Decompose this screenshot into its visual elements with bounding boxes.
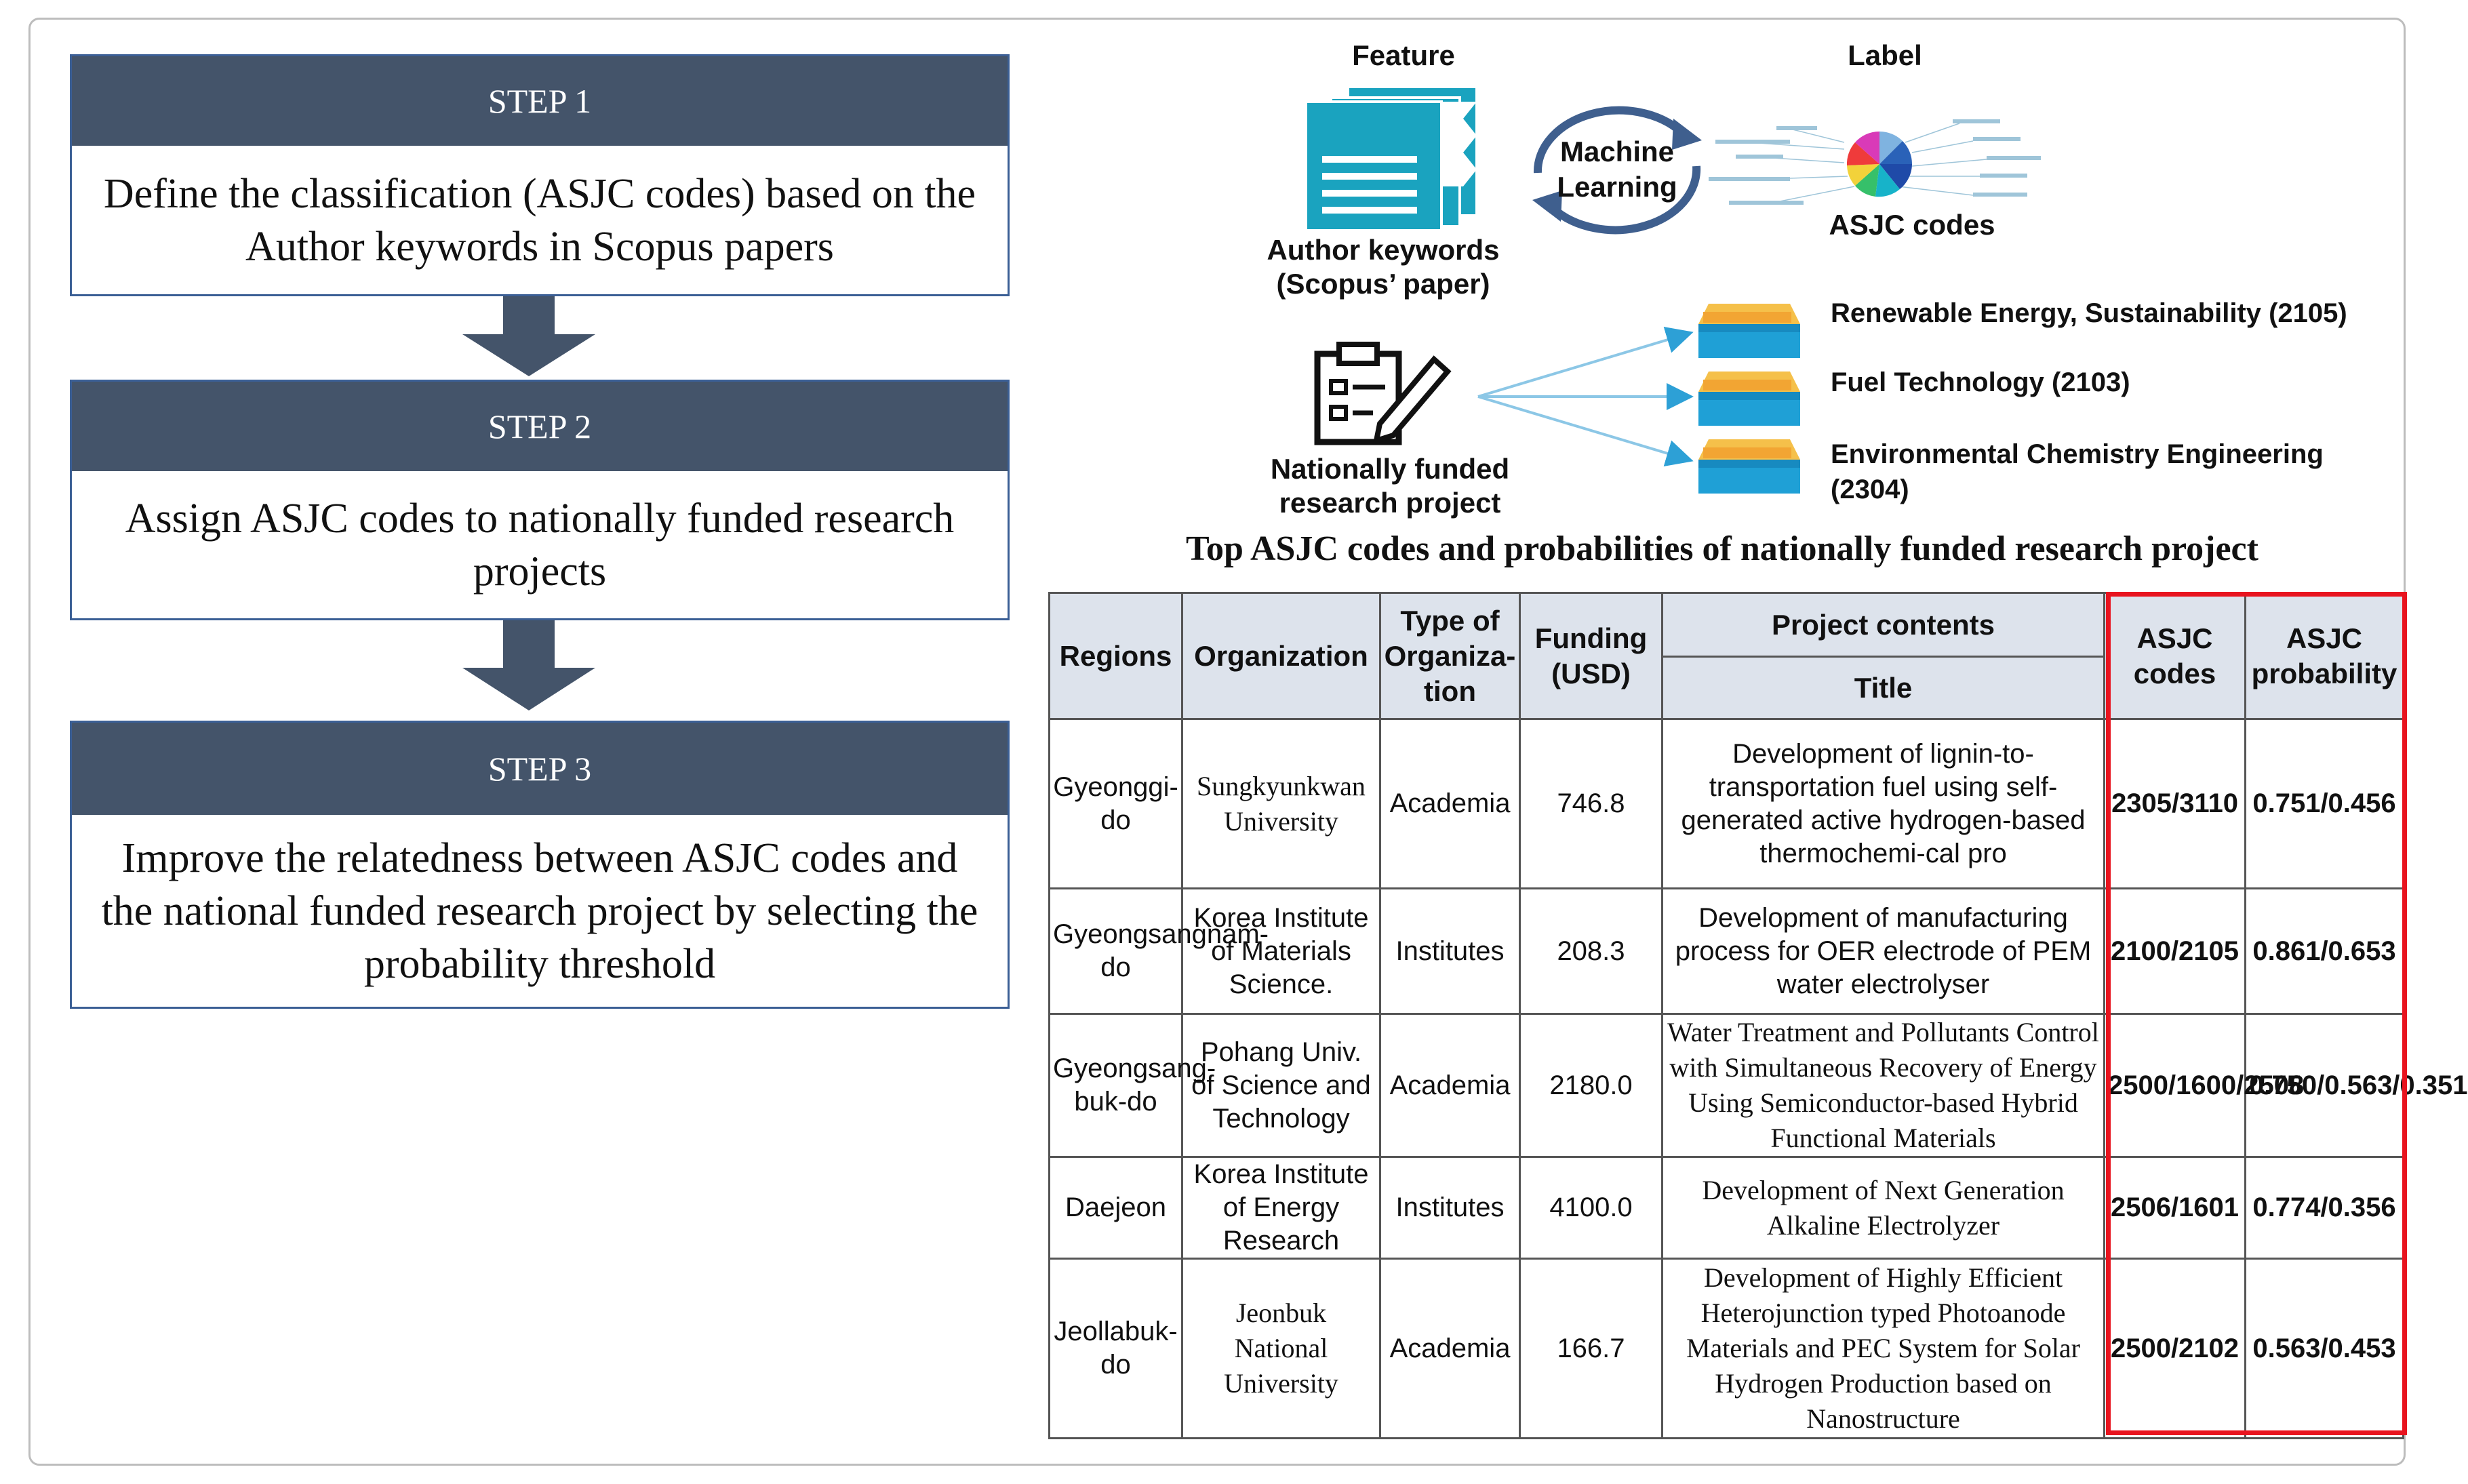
cell-organization: Pohang Univ. of Science and Technology: [1181, 1013, 1381, 1158]
ml-label-line2: Learning: [1557, 171, 1677, 203]
step-2-header: STEP 2: [72, 382, 1008, 471]
code-box-icon: [1698, 439, 1800, 494]
col-header-asjc-probability: ASJC probability: [2244, 592, 2404, 720]
cell-type: Academia: [1379, 1013, 1521, 1158]
step-3-box: STEP 3 Improve the relatedness between A…: [70, 721, 1010, 1009]
step-1-box: STEP 1 Define the classification (ASJC c…: [70, 54, 1010, 296]
cell-title: Water Treatment and Pollutants Control w…: [1661, 1013, 2105, 1158]
cell-type: Academia: [1379, 718, 1521, 889]
output-code-2: Fuel Technology (2103): [1831, 367, 2130, 397]
cell-asjc-probability: 0.861/0.653: [2244, 887, 2404, 1015]
cell-type: Institutes: [1379, 1156, 1521, 1260]
cell-asjc-probability: 0.563/0.453: [2244, 1258, 2404, 1439]
assignment-arrows: [1477, 327, 1694, 466]
cell-organization: Sungkyunkwan University: [1181, 718, 1381, 889]
cell-title: Development of Next Generation Alkaline …: [1661, 1156, 2105, 1260]
table-row: Gyeongsangnam-do Korea Institute of Mate…: [1048, 887, 2404, 1015]
down-arrow-icon: [462, 296, 595, 376]
cell-organization: Korea Institute of Materials Science.: [1181, 887, 1381, 1015]
col-header-title: Title: [1661, 656, 2105, 720]
cell-funding: 166.7: [1519, 1258, 1663, 1439]
label-title: Label: [1848, 39, 1922, 71]
cell-asjc-probability: 0.751/0.456: [2244, 718, 2404, 889]
col-header-organization: Organization: [1181, 592, 1381, 720]
cell-asjc-codes: 2305/3110: [2103, 718, 2246, 889]
author-keywords-line1: Author keywords: [1267, 234, 1500, 266]
machine-learning-cycle-icon: [1532, 106, 1702, 235]
cell-title: Development of manufacturing process for…: [1661, 887, 2105, 1015]
document-stack-icon: [1305, 85, 1478, 232]
step-3-header: STEP 3: [72, 723, 1008, 815]
cell-funding: 2180.0: [1519, 1013, 1663, 1158]
col-header-project-contents: Project contents: [1661, 592, 2105, 658]
table-row: Gyeongsang-buk-do Pohang Univ. of Scienc…: [1048, 1013, 2468, 1158]
col-header-regions: Regions: [1048, 592, 1183, 720]
table-row: Jeollabuk-do Jeonbuk National University…: [1048, 1258, 2404, 1439]
cell-organization: Korea Institute of Energy Research: [1181, 1156, 1381, 1260]
cell-asjc-codes: 2500/2102: [2103, 1258, 2246, 1439]
step-2-text: Assign ASJC codes to nationally funded r…: [125, 495, 955, 595]
cell-region: Daejeon: [1048, 1156, 1183, 1260]
code-box-icon: [1698, 304, 1800, 358]
step-2-box: STEP 2 Assign ASJC codes to nationally f…: [70, 380, 1010, 620]
output-code-1: Renewable Energy, Sustainability (2105): [1831, 298, 2347, 328]
cell-region: Gyeonggi-do: [1048, 718, 1183, 889]
cell-region: Gyeongsangnam-do: [1048, 887, 1269, 1015]
step-1-text: Define the classification (ASJC codes) b…: [103, 170, 976, 270]
cell-funding: 746.8: [1519, 718, 1663, 889]
cell-title: Development of lignin-to-transportation …: [1661, 718, 2105, 889]
col-header-asjc-codes: ASJC codes: [2103, 592, 2246, 720]
projects-table: Regions Organization Type of Organiza-ti…: [1048, 592, 2468, 1439]
project-clipboard-icon: [1314, 342, 1452, 445]
cell-funding: 4100.0: [1519, 1156, 1663, 1260]
col-header-funding: Funding (USD): [1519, 592, 1663, 720]
cell-asjc-codes: 2500/1600/2508: [2103, 1013, 2304, 1158]
cell-region: Jeollabuk-do: [1048, 1258, 1183, 1439]
asjc-codes-label: ASJC codes: [1829, 209, 1995, 241]
table-title: Top ASJC codes and probabilities of nati…: [1186, 529, 2258, 568]
asjc-highlight-box: [2106, 592, 2407, 1435]
down-arrow-icon: [462, 620, 595, 710]
cell-asjc-codes: 2100/2105: [2103, 887, 2246, 1015]
col-header-type: Type of Organiza-tion: [1379, 592, 1521, 720]
project-label-line2: research project: [1279, 487, 1501, 519]
output-code-3: Environmental Chemistry Engineering (230…: [1831, 439, 2324, 504]
cell-title: Development of Highly Efficient Heteroju…: [1661, 1258, 2105, 1439]
author-keywords-line2: (Scopus’ paper): [1276, 268, 1490, 300]
ml-label-line1: Machine: [1559, 136, 1675, 167]
table-row: Gyeonggi-do Sungkyunkwan University Acad…: [1048, 718, 2404, 889]
asjc-pie-icon: [1709, 119, 2041, 205]
cell-type: Academia: [1379, 1258, 1521, 1439]
cell-organization: Jeonbuk National University: [1181, 1258, 1381, 1439]
step-1-header: STEP 1: [72, 56, 1008, 146]
cell-type: Institutes: [1379, 887, 1521, 1015]
step-3-text: Improve the relatedness between ASJC cod…: [101, 835, 978, 987]
feature-title: Feature: [1352, 39, 1455, 71]
cell-region: Gyeongsang-buk-do: [1048, 1013, 1216, 1158]
project-label-line1: Nationally funded: [1270, 453, 1510, 485]
cell-asjc-probability: 0.774/0.356: [2244, 1156, 2404, 1260]
table-row: Daejeon Korea Institute of Energy Resear…: [1048, 1156, 2404, 1260]
cell-asjc-codes: 2506/1601: [2103, 1156, 2246, 1260]
code-box-icon: [1698, 372, 1800, 426]
cell-funding: 208.3: [1519, 887, 1663, 1015]
